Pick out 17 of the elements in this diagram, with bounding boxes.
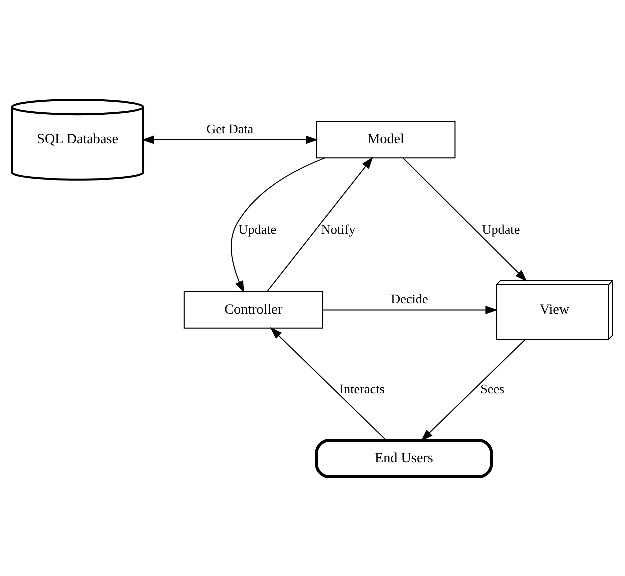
arrow (403, 157, 528, 282)
arrow (231, 157, 326, 293)
edge-label: Get Data (206, 120, 254, 136)
edge-label: Notify (321, 221, 356, 236)
arrow (421, 338, 526, 441)
node-box: End Users (315, 438, 494, 478)
node-box: Controller (184, 291, 324, 328)
arrow (142, 135, 318, 144)
edge-label: Sees (480, 380, 505, 396)
edge-label: Decide (391, 291, 428, 306)
arrow (270, 327, 387, 440)
node-box: Model (316, 120, 456, 158)
edge-label: Interacts (340, 380, 385, 396)
edge-label: Update (482, 221, 520, 236)
arrow (323, 305, 498, 314)
arrow (267, 156, 374, 292)
edge-label: Update (238, 221, 277, 236)
